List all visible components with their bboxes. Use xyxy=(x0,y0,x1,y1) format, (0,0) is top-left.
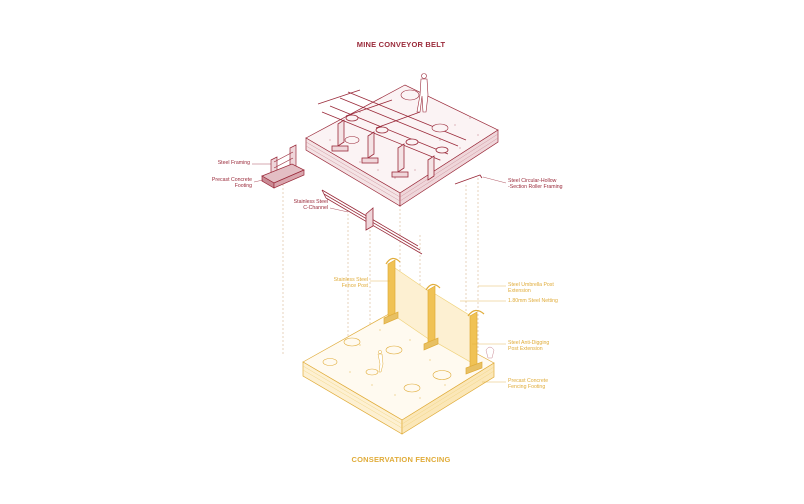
label-steel-framing: Steel Framing xyxy=(217,160,250,166)
shrub-icon xyxy=(322,337,452,393)
exploded-c-channel xyxy=(321,189,423,255)
conveyor-leader-lines xyxy=(252,163,507,213)
exploded-roller-framing xyxy=(454,174,483,185)
label-stainless-steel-c-channel: Stainless Steel C-Channel xyxy=(293,199,328,212)
animal-icon xyxy=(485,346,495,359)
fence-assembly xyxy=(383,257,485,375)
human-figure-icon xyxy=(377,350,384,373)
title-mine-conveyor-belt: MINE CONVEYOR BELT xyxy=(356,40,446,49)
label-circular-hollow-roller-framing: Steel Circular-Hollow -Section Roller Fr… xyxy=(508,178,563,191)
shrub-icon xyxy=(344,89,449,144)
fencing-leader-lines xyxy=(370,280,506,383)
label-precast-concrete-fencing-footing: Precast Concrete Fencing Footing xyxy=(508,378,549,391)
human-figure-icon xyxy=(416,73,429,113)
label-precast-concrete-footing: Precast Concrete Footing xyxy=(211,177,252,190)
label-steel-anti-digging-post-extension: Steel Anti-Digging Post Extension xyxy=(508,340,550,353)
title-conservation-fencing: CONSERVATION FENCING xyxy=(351,455,451,464)
label-steel-umbrella-post-extension: Steel Umbrella Post Extension xyxy=(508,282,554,295)
conveyor-terrain-block xyxy=(305,84,499,207)
exploded-steel-framing xyxy=(261,144,305,189)
label-steel-netting: 1.80mm Steel Netting xyxy=(508,298,558,304)
conveyor-structure xyxy=(317,89,467,181)
label-stainless-steel-fence-post: Stainless Steel Fence Post xyxy=(333,277,368,290)
